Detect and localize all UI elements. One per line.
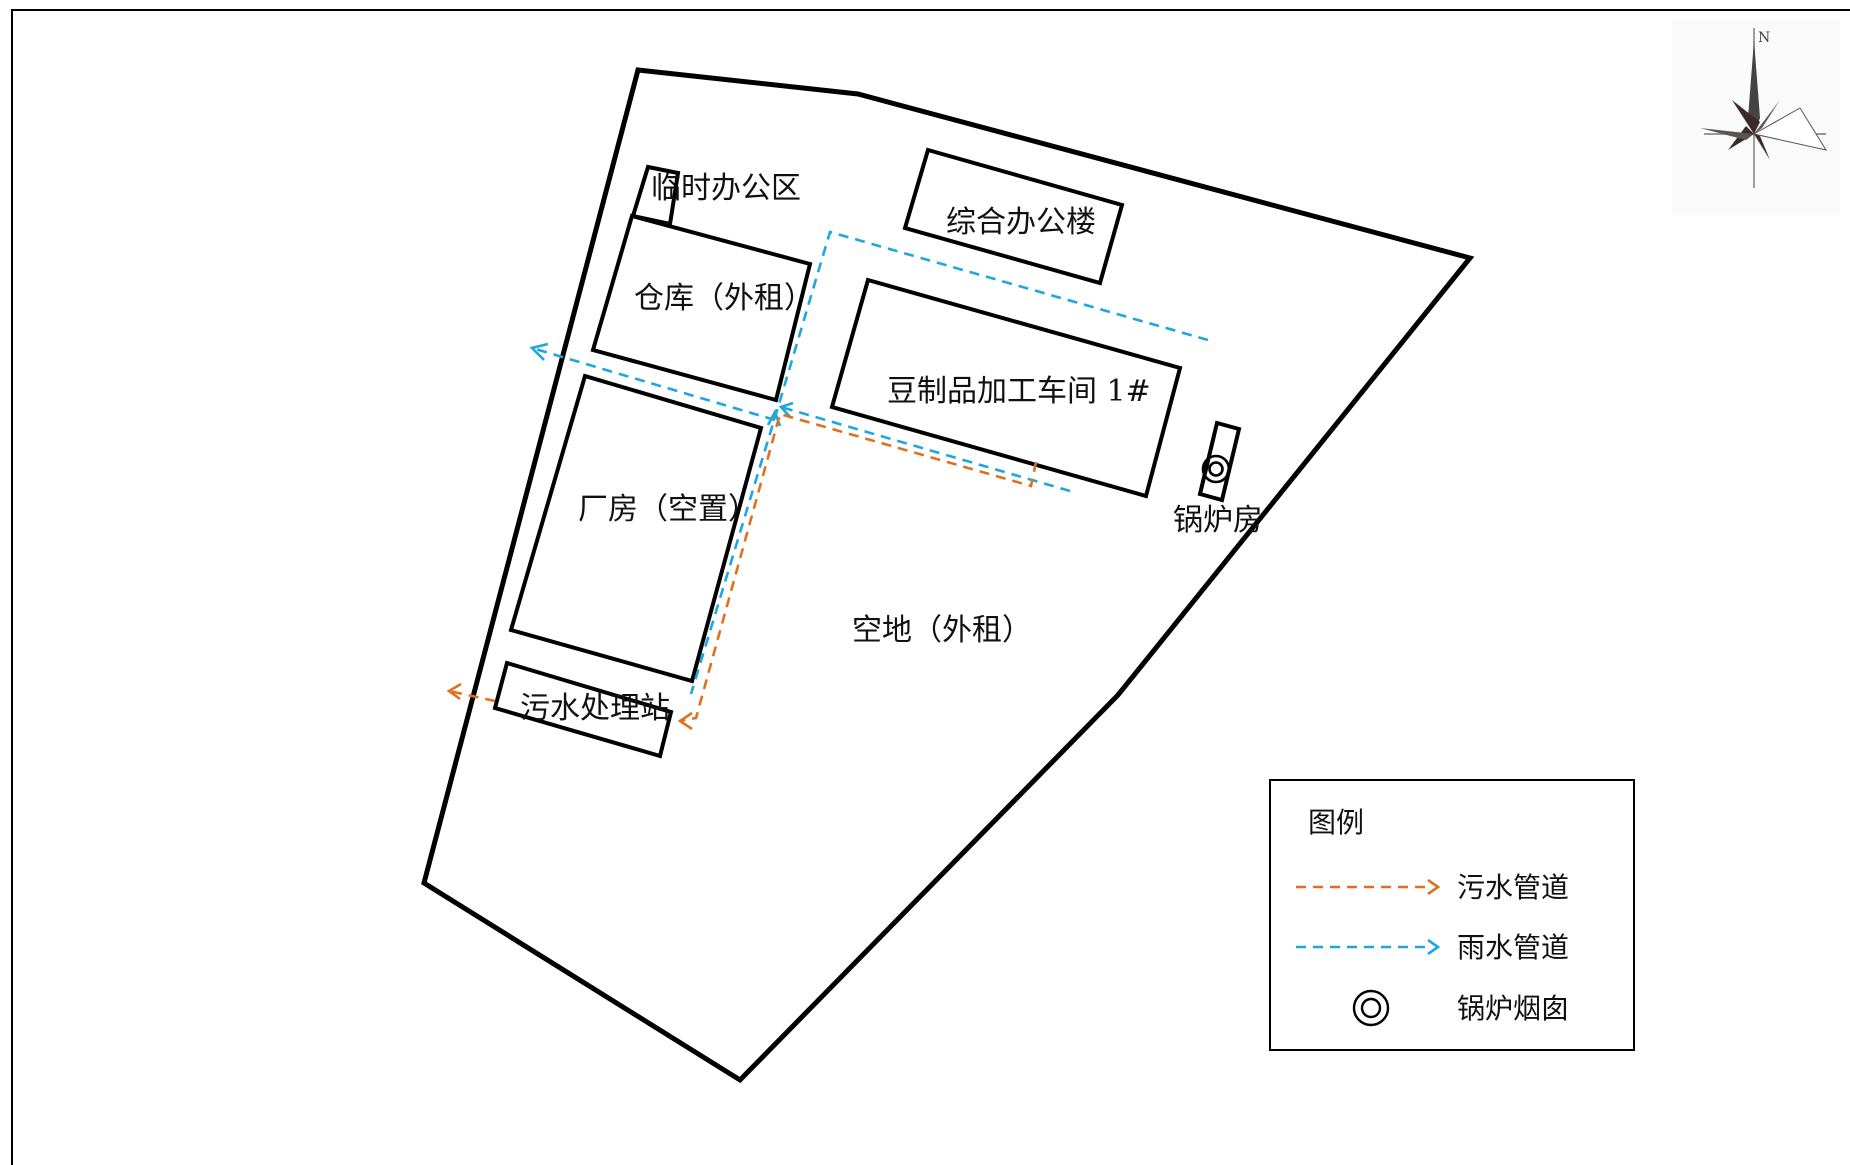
label-workshop: 豆制品加工车间 1# — [887, 374, 1151, 409]
boiler-chimney-outer — [1201, 454, 1231, 484]
sewage-pipe-main — [679, 412, 1038, 723]
rain-pipe-arrow-junction — [778, 401, 794, 419]
label-wastewater-station: 污水处理站 — [520, 691, 670, 726]
label-main-office: 综合办公楼 — [946, 205, 1096, 240]
boiler-room-building — [1197, 420, 1242, 503]
legend-item-rain: 雨水管道 — [1457, 931, 1569, 964]
sewage-pipe-outfall — [448, 689, 496, 703]
boiler-chimney-icon — [1352, 989, 1390, 1027]
rain-pipe-arrow-west — [529, 342, 549, 361]
label-temp-office: 临时办公区 — [651, 171, 801, 206]
legend-item-sewage: 污水管道 — [1457, 871, 1569, 904]
label-open-land: 空地（外租） — [852, 613, 1032, 648]
sewage-pipe-arrow-outfall — [446, 682, 462, 701]
label-warehouse: 仓库（外租） — [634, 281, 814, 316]
site-boundary — [421, 67, 1475, 1084]
sewage-pipe-arrow-station — [677, 711, 693, 731]
legend: 图例 污水管道 雨水管道 锅炉烟囱 — [1269, 779, 1635, 1051]
rain-pipe-main — [689, 230, 1209, 695]
boiler-chimney-inner — [1208, 461, 1224, 477]
legend-title: 图例 — [1308, 806, 1364, 839]
wastewater-station-building — [492, 660, 674, 759]
compass-rose-icon: N — [1672, 20, 1840, 215]
sewage-pipe-line-arrow — [1427, 878, 1441, 896]
compass-north-label: N — [1758, 30, 1770, 46]
rain-pipe-west-branch — [531, 346, 776, 422]
temp-office-building — [630, 164, 681, 227]
label-factory: 厂房（空置） — [578, 492, 758, 527]
rain-pipe-line-arrow — [1427, 938, 1441, 956]
main-office-building — [902, 147, 1125, 286]
factory-building — [508, 373, 764, 684]
legend-item-chimney: 锅炉烟囱 — [1457, 992, 1569, 1025]
legend-box — [1269, 779, 1635, 1051]
label-boiler-room: 锅炉房 — [1173, 503, 1263, 538]
sewage-pipes — [446, 412, 1038, 731]
rain-pipe-workshop-branch — [780, 405, 1071, 493]
warehouse-building — [590, 213, 813, 403]
map-frame — [11, 9, 1850, 1165]
workshop-building — [829, 277, 1183, 499]
